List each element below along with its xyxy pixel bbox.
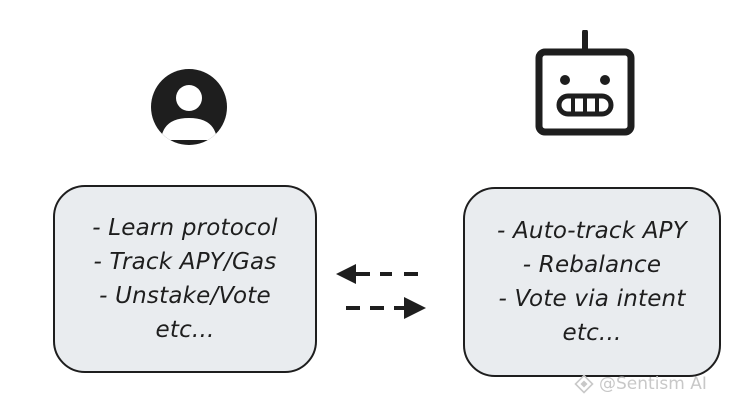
person-icon — [139, 68, 239, 146]
human-tasks-box: - Learn protocol - Track APY/Gas - Unsta… — [53, 185, 317, 373]
arrow-left-icon — [334, 261, 424, 287]
agent-task-autotrack: - Auto-track APY — [496, 218, 687, 244]
agent-task-etc: etc... — [562, 320, 622, 346]
agent-tasks-box: - Auto-track APY - Rebalance - Vote via … — [463, 187, 721, 377]
human-task-etc: etc... — [155, 317, 215, 343]
agent-task-vote: - Vote via intent — [498, 286, 686, 312]
watermark-text: @Sentism AI — [599, 374, 707, 394]
human-task-unstake: - Unstake/Vote — [99, 283, 271, 309]
human-task-track: - Track APY/Gas — [93, 249, 277, 275]
human-task-learn: - Learn protocol — [92, 215, 278, 241]
sentism-logo-icon — [574, 374, 594, 394]
robot-icon — [533, 29, 637, 136]
agent-task-rebalance: - Rebalance — [522, 252, 662, 278]
watermark: @Sentism AI — [574, 374, 707, 394]
arrow-right-icon — [342, 295, 428, 321]
